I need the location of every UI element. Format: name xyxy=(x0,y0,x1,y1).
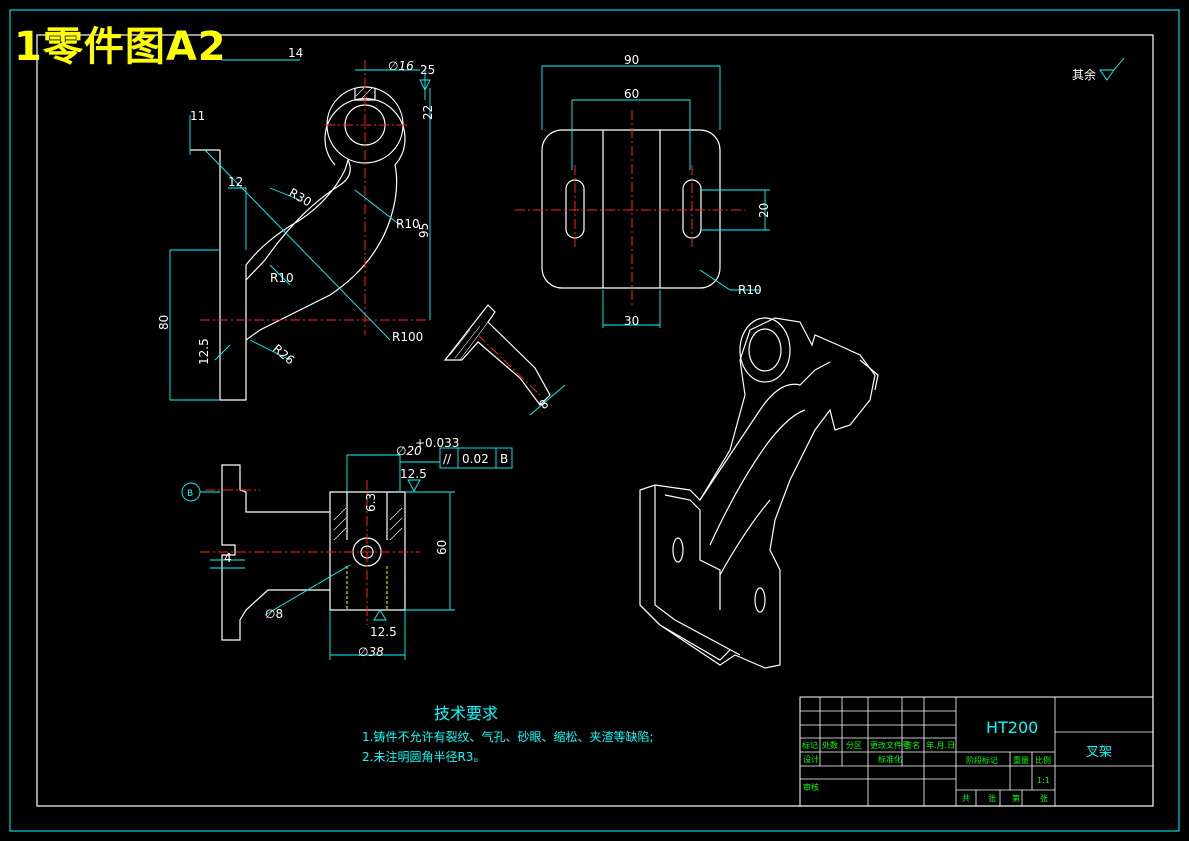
sheets-unit-1: 张 xyxy=(988,794,996,803)
title-block: 标记 处数 分区 更改文件号 签名 年.月.日 设计 标准化 审核 阶段标记 重… xyxy=(799,696,1154,807)
dim-r10-a: R10 xyxy=(396,217,420,231)
section-view: 8 xyxy=(443,304,566,416)
dim-d16: ∅16 xyxy=(388,59,414,73)
dim-80: 80 xyxy=(157,315,171,330)
side-view: B ∅20 +0.033 // 0.02 B 12.5 6 xyxy=(181,436,513,660)
dim-12-5-bottom: 12.5 xyxy=(370,625,397,639)
datum-b-label: B xyxy=(187,489,193,499)
dim-60: 60 xyxy=(624,87,639,101)
dim-25: 25 xyxy=(420,63,435,77)
outer-border xyxy=(9,9,1180,832)
dim-r10-top: R10 xyxy=(738,283,762,297)
dim-d8: ∅8 xyxy=(265,607,283,621)
dim-12-5-top: 12.5 xyxy=(400,467,427,481)
dim-4: 4 xyxy=(224,551,232,565)
dim-r30: R30 xyxy=(287,185,314,209)
inner-border xyxy=(36,34,1154,807)
dim-12: 12 xyxy=(228,175,243,189)
review-label: 审核 xyxy=(803,782,819,792)
sheets-unit-2: 张 xyxy=(1040,794,1048,803)
scale-value: 1:1 xyxy=(1037,776,1050,785)
roughness-symbol-front xyxy=(419,79,431,92)
stage-label: 阶段标记 xyxy=(966,755,998,765)
standard-label: 标准化 xyxy=(878,754,902,764)
tech-req-title: 技术要求 xyxy=(434,704,498,723)
dim-22: 22 xyxy=(421,105,435,120)
isometric-view xyxy=(639,317,879,669)
top-view: 90 60 20 R10 30 xyxy=(515,53,771,328)
front-view: 14 ∅16 25 22 11 12 R30 R10 95 R10 80 12.… xyxy=(157,46,435,401)
dim-11: 11 xyxy=(190,109,205,123)
tech-req-item-1: 1.铸件不允许有裂纹、气孔、砂眼、缩松、夹渣等缺陷; xyxy=(362,729,654,744)
tech-req-item-2: 2.未注明圆角半径R3。 xyxy=(362,749,485,764)
dim-r26: R26 xyxy=(270,342,297,368)
gtol-symbol: // xyxy=(443,452,452,466)
roughness-note: 其余 xyxy=(1072,67,1096,82)
roughness-symbol-general xyxy=(1099,57,1125,81)
rev-header-date: 年.月.日 xyxy=(926,740,955,750)
dim-d38: ∅38 xyxy=(358,645,384,659)
tol-diameter: ∅20 xyxy=(396,444,422,458)
dim-30: 30 xyxy=(624,314,639,328)
dim-14: 14 xyxy=(288,46,303,60)
dim-95: 95 xyxy=(417,223,431,238)
sheets-total: 共 xyxy=(962,794,970,803)
rev-header-mark: 标记 xyxy=(802,740,818,750)
dim-12-5: 12.5 xyxy=(197,338,211,365)
rev-header-zone: 分区 xyxy=(846,741,862,750)
tol-deviation: +0.033 xyxy=(415,436,459,450)
part-name: 叉架 xyxy=(1086,745,1112,760)
sheets-this: 第 xyxy=(1012,793,1020,803)
gtol-datum: B xyxy=(500,452,508,466)
dim-r10-b: R10 xyxy=(270,271,294,285)
rev-header-doc: 更改文件号 xyxy=(870,740,910,750)
rev-header-count: 处数 xyxy=(822,740,838,750)
gtol-value: 0.02 xyxy=(462,452,489,466)
sheet-title-overlay: 1零件图A2 xyxy=(14,24,227,70)
weight-label: 重量 xyxy=(1013,755,1029,765)
scale-label: 比例 xyxy=(1035,755,1051,765)
design-label: 设计 xyxy=(803,754,819,764)
dim-r100: R100 xyxy=(392,330,423,344)
material: HT200 xyxy=(986,718,1038,737)
dim-6-3: 6.3 xyxy=(364,493,378,512)
dim-8: 8 xyxy=(536,397,551,412)
rev-header-sign: 签名 xyxy=(904,740,920,750)
dim-90: 90 xyxy=(624,53,639,67)
dim-20: 20 xyxy=(757,203,771,218)
dim-60-side: 60 xyxy=(435,540,449,555)
